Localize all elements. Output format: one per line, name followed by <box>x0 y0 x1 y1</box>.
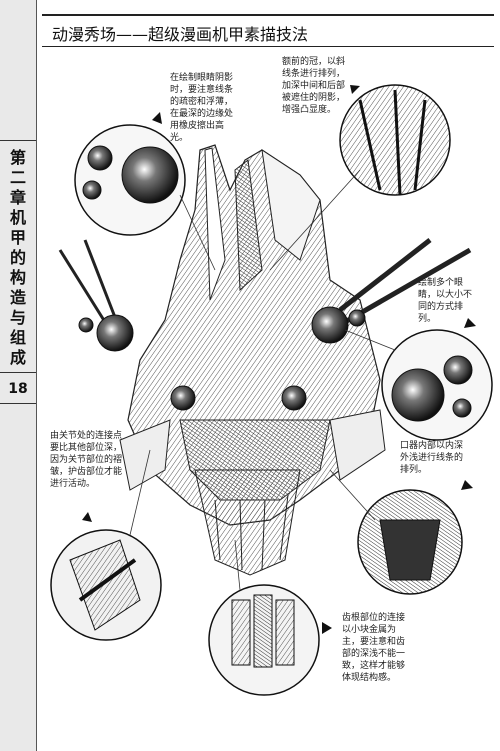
detail-circle-joint <box>50 529 162 641</box>
arrow-icon-6 <box>322 622 332 634</box>
detail-circle-eyes-top-left <box>74 124 186 236</box>
arrow-icon-2 <box>350 85 360 94</box>
annotation-teeth: 齿根部位的连接以小块金属为主，要注意和齿部的深浅不能一致，这样才能够体现结构感。 <box>342 613 406 683</box>
page-header: 动漫秀场——超级漫画机甲素描技法 <box>42 14 494 47</box>
arrow-icon-1 <box>152 112 162 124</box>
page-number: 18 <box>8 381 28 397</box>
arrow-icon-4 <box>461 480 473 490</box>
annotation-many-eyes: 绘制多个眼睛，以大小不同的方式排列。 <box>418 278 473 324</box>
pointer-arrows <box>82 85 476 634</box>
annotation-mouth-inner: 口器内部以内深外浅进行线条的排列。 <box>400 441 464 475</box>
sidebar-divider-mid <box>0 372 36 373</box>
detail-circle-crown <box>339 84 451 196</box>
arrow-icon-5 <box>82 512 92 522</box>
annotation-eye-shadow: 在绘制眼睛阴影时，要注意线条的疏密和浮薄，在最深的边缘处用橡皮擦出高光。 <box>170 73 234 143</box>
annotation-joint: 由关节处的连接点要比其他部位深，因为关节部位的褶皱，护齿部位才能进行活动。 <box>50 431 123 489</box>
arrow-icon-3 <box>464 318 476 328</box>
chapter-title: 第二章 机甲的构造与组成 <box>9 148 26 367</box>
detail-circle-many-eyes <box>381 329 493 441</box>
annotation-crown: 额前的冠，以斜线条进行排列，加深中间和后部被遮住的阴影，增强凸显度。 <box>282 57 346 115</box>
book-title: 动漫秀场——超级漫画机甲素描技法 <box>52 25 309 44</box>
leader-lines <box>129 169 396 591</box>
mecha-head <box>58 144 472 576</box>
chapter-sidebar: 第二章 机甲的构造与组成 18 <box>0 0 37 751</box>
detail-circle-teeth <box>208 584 320 696</box>
detail-circle-mouth <box>357 489 463 595</box>
sidebar-divider-top <box>0 140 36 141</box>
sidebar-divider-bottom <box>0 403 36 404</box>
